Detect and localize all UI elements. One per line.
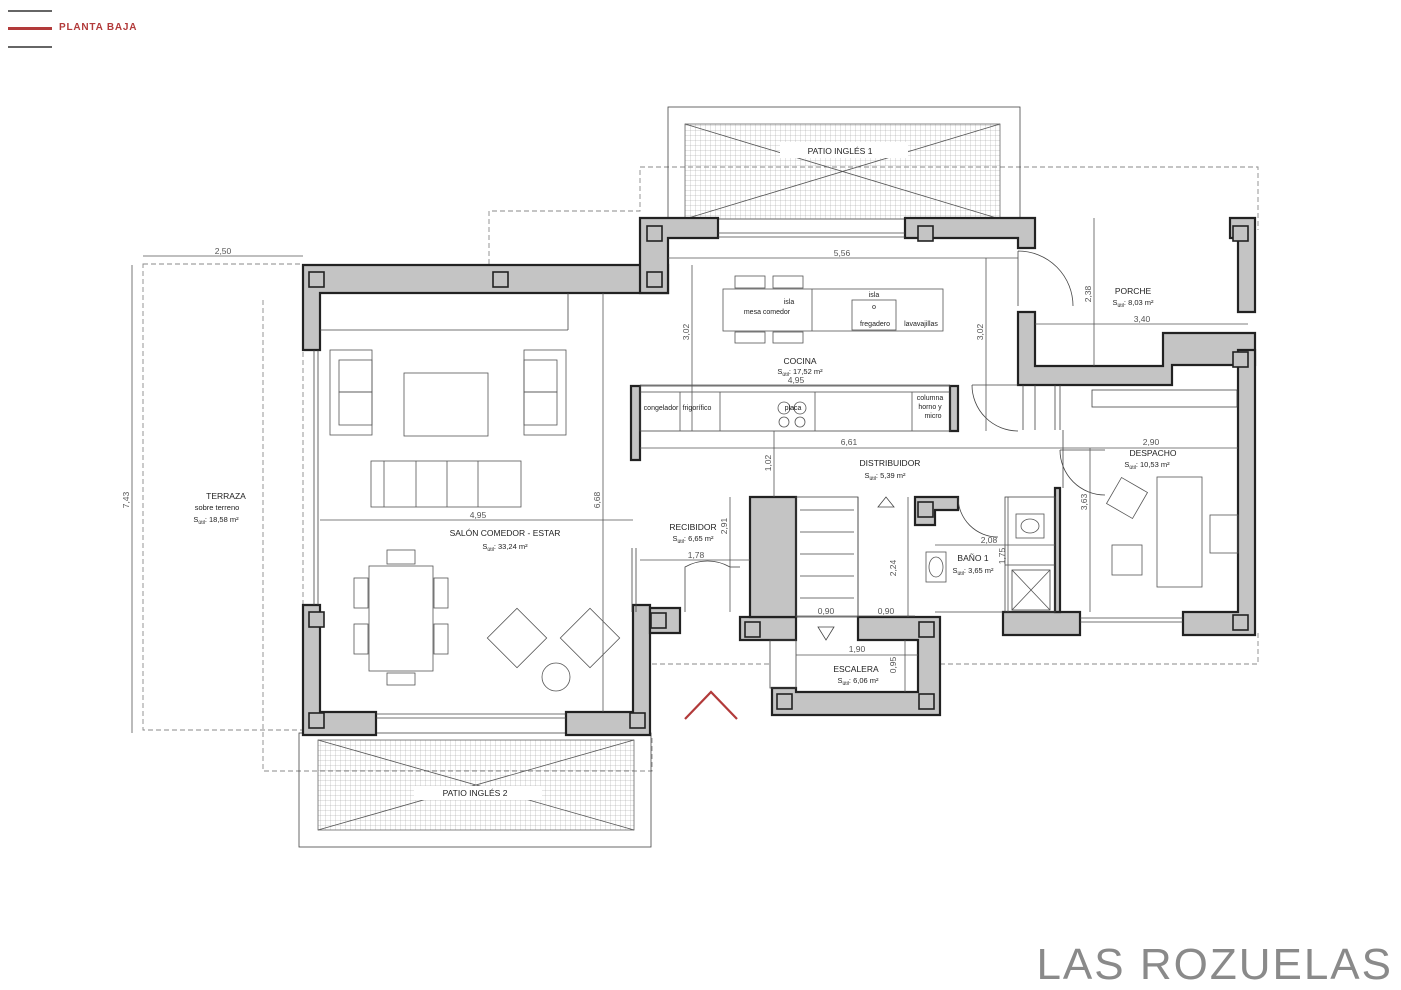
patio-ingles-1-label: PATIO INGLÉS 1 <box>808 146 873 156</box>
lavavajillas-label: lavavajillas <box>904 321 938 328</box>
page-title: PLANTA BAJA <box>59 22 138 33</box>
fixture-labels: isla mesa comedor isla fregadero lavavaj… <box>644 292 944 420</box>
isla-label: isla <box>784 299 795 306</box>
dim-label: 1,78 <box>688 550 705 560</box>
escalera-label: ESCALERA <box>833 664 879 674</box>
staircase <box>769 496 895 689</box>
patio-ingles-2-label: PATIO INGLÉS 2 <box>443 788 508 798</box>
columna-label: micro <box>924 413 941 420</box>
placa-label: placa <box>785 405 802 412</box>
dim-label: 3,63 <box>1079 493 1089 510</box>
escalera-area: Sútil: 6,06 m² <box>837 676 879 687</box>
dim-label: 3,02 <box>975 323 985 340</box>
distribuidor-area: Sútil: 5,39 m² <box>864 471 906 482</box>
walls <box>301 216 1257 737</box>
dim-label: 0,90 <box>818 606 835 616</box>
salon-furniture <box>329 349 621 692</box>
dim-label: 0,90 <box>878 606 895 616</box>
room-labels: TERRAZA sobre terreno Sútil: 18,58 m² SA… <box>193 286 1177 687</box>
dim-label: 3,40 <box>1134 314 1151 324</box>
recibidor-label: RECIBIDOR <box>669 522 716 532</box>
cocina-area: Sútil: 17,52 m² <box>777 367 823 378</box>
dim-label: 4,95 <box>788 375 805 385</box>
dimension-lines <box>131 218 1248 733</box>
menu-button[interactable] <box>8 6 52 50</box>
porche-area: Sútil: 8,03 m² <box>1112 298 1154 309</box>
dim-label: 2,50 <box>215 246 232 256</box>
bathroom-fixtures <box>925 513 1045 583</box>
congelador-label: congelador <box>644 405 679 412</box>
dim-label: 2,90 <box>1143 437 1160 447</box>
columna-label: horno y <box>918 404 942 411</box>
isla-label: isla <box>869 292 880 299</box>
dimension-labels: 2,50 7,43 4,95 6,68 5,56 3,02 3,02 4,95 … <box>121 246 1160 673</box>
despacho-label: DESPACHO <box>1129 448 1176 458</box>
dim-label: 7,43 <box>121 491 131 508</box>
dim-label: 2,91 <box>719 517 729 534</box>
salon-label: SALÓN COMEDOR - ESTAR <box>450 528 561 538</box>
terraza-area: Sútil: 18,58 m² <box>193 515 239 526</box>
dim-label: 4,95 <box>470 510 487 520</box>
bano-area: Sútil: 3,65 m² <box>952 566 994 577</box>
menu-bar-icon <box>8 46 52 48</box>
terraza-label: TERRAZA <box>206 491 246 501</box>
recibidor-area: Sútil: 6,65 m² <box>672 534 714 545</box>
menu-bar-icon <box>8 10 52 12</box>
dim-label: 2,38 <box>1083 285 1093 302</box>
mesa-comedor-label: mesa comedor <box>744 309 791 316</box>
dim-label: 6,61 <box>841 437 858 447</box>
dim-label: 1,75 <box>997 547 1007 564</box>
office-furniture <box>1105 476 1239 588</box>
dim-label: 3,02 <box>681 323 691 340</box>
columna-label: columna <box>917 395 944 402</box>
columns <box>308 225 1249 729</box>
dim-label: 0,95 <box>888 656 898 673</box>
salon-area: Sútil: 33,24 m² <box>482 542 528 553</box>
menu-bar-icon <box>8 27 52 30</box>
patio-ingles-2: PATIO INGLÉS 2 <box>298 732 652 848</box>
terraza-sublabel: sobre terreno <box>195 503 240 512</box>
dim-label: 1,02 <box>763 454 773 471</box>
porche-label: PORCHE <box>1115 286 1152 296</box>
fregadero-label: fregadero <box>860 321 890 328</box>
patio-ingles-1: PATIO INGLÉS 1 <box>667 106 1021 220</box>
dim-label: 1,90 <box>849 644 866 654</box>
kitchen-furniture <box>679 275 944 431</box>
dim-label: 6,68 <box>592 491 602 508</box>
distribuidor-label: DISTRIBUIDOR <box>860 458 921 468</box>
bano-label: BAÑO 1 <box>957 553 988 563</box>
dim-label: 2,24 <box>888 559 898 576</box>
doors <box>684 250 1106 612</box>
frigorifico-label: frigorífico <box>683 405 712 412</box>
entrance-arrow-icon <box>684 690 738 720</box>
brand-logo: LAS ROZUELAS <box>1036 940 1393 989</box>
dim-label: 5,56 <box>834 248 851 258</box>
dim-label: 2,08 <box>981 535 998 545</box>
windows <box>313 232 1183 719</box>
despacho-area: Sútil: 10,53 m² <box>1124 460 1170 471</box>
interior-lines <box>320 293 1238 613</box>
cocina-label: COCINA <box>783 356 816 366</box>
